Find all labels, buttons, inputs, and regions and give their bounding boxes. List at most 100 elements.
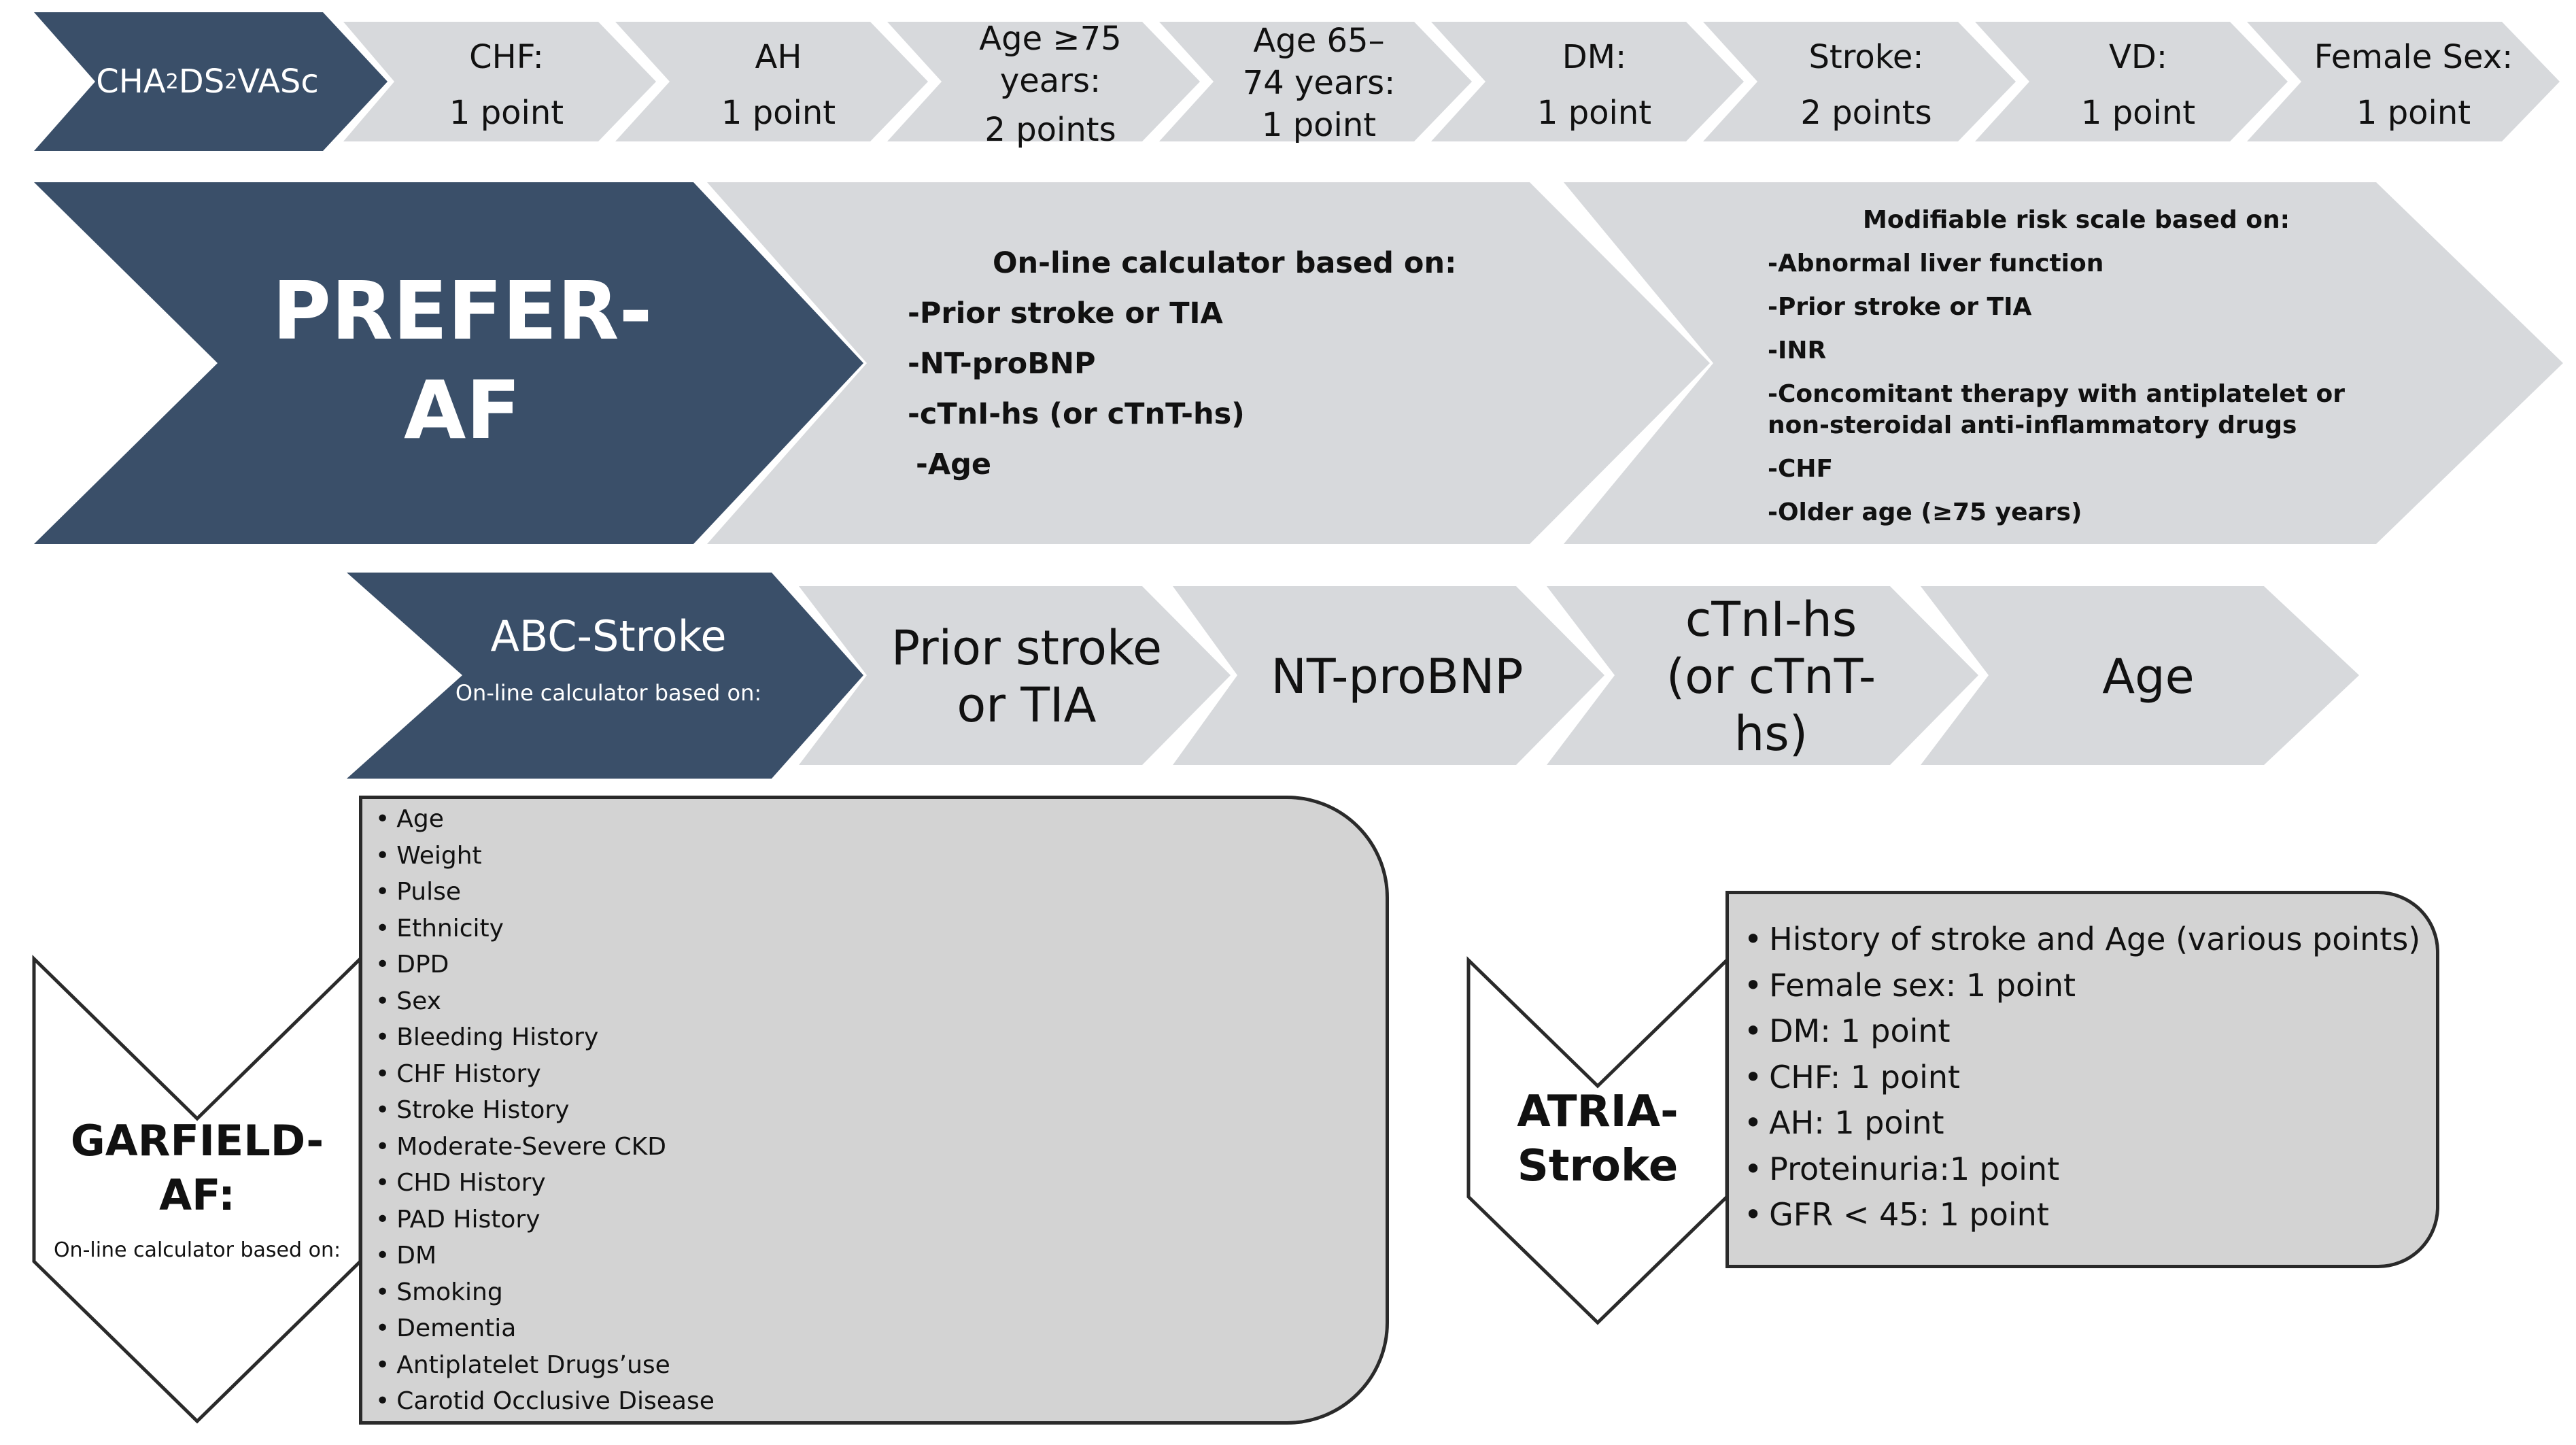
garfield-af-factor: DPD — [375, 947, 715, 983]
atria-stroke-factor: GFR < 45: 1 point — [1744, 1192, 2420, 1238]
atria-stroke-factor: CHF: 1 point — [1744, 1055, 2420, 1101]
garfield-af-factor: Age — [375, 801, 715, 838]
cha-item-vd-name: VD: — [2109, 38, 2167, 76]
garfield-af-factor: Sex — [375, 983, 715, 1020]
prefer-af-modifiable-item: -Abnormal liver function — [1768, 250, 2104, 277]
garfield-af-factor: DM — [375, 1238, 715, 1274]
cha-item-4-chevron — [1159, 22, 1472, 141]
garfield-af-factor: Dementia — [375, 1310, 715, 1347]
garfield-af-factor-list: Age Weight Pulse Ethnicity DPD Sex Bleed… — [375, 801, 715, 1420]
cha-item-ah-name: AH — [755, 38, 802, 76]
garfield-af-factor: CHD History — [375, 1165, 715, 1202]
garfield-af-factor: Bleeding History — [375, 1019, 715, 1056]
cha-item-vd: VD: 1 point — [2033, 27, 2244, 143]
cha-item-dm-points: 1 point — [1536, 94, 1652, 132]
prefer-af-modifiable-item: -Concomitant therapy with antiplatelet o… — [1768, 380, 2346, 408]
cha-item-1-chevron — [343, 22, 656, 141]
prefer-af-modifiable-text: Modifiable risk scale based on: -Abnorma… — [1768, 199, 2345, 534]
atria-stroke-factor: Proteinuria:1 point — [1744, 1146, 2420, 1193]
cha-item-ah: AH 1 point — [673, 27, 884, 143]
abc-factor-2-chevron — [1173, 586, 1604, 765]
cha-item-ah-points: 1 point — [721, 94, 836, 132]
prefer-af-calculator-item: -Prior stroke or TIA — [908, 296, 1223, 330]
atria-stroke-title-line-2: Stroke — [1517, 1141, 1679, 1191]
prefer-af-title-line-2: AF — [404, 363, 521, 457]
abc-factor-ctni-hs: cTnI-hs (or cTnT-hs) — [1666, 592, 1876, 762]
prefer-af-title: PREFER- AF — [224, 245, 700, 476]
prefer-af-calculator-text: On-line calculator based on: -Prior stro… — [908, 238, 1456, 490]
prefer-af-modifiable-item: -Older age (≥75 years) — [1768, 498, 2082, 526]
cha2ds2vasc-title-part-2: DS — [178, 63, 225, 101]
prefer-af-modifiable-heading: Modifiable risk scale based on: — [1863, 206, 2290, 234]
cha-item-age-65-74: Age 65–74 years: 1 point — [1217, 22, 1421, 144]
garfield-af-factor: Ethnicity — [375, 911, 715, 947]
abc-factor-3-chevron — [1547, 586, 1978, 765]
abc-factor-4-chevron — [1921, 586, 2359, 765]
prefer-af-calculator-heading: On-line calculator based on: — [993, 246, 1457, 280]
cha-item-dm: DM: 1 point — [1489, 27, 1700, 143]
garfield-af-factor: Pulse — [375, 874, 715, 911]
cha2ds2vasc-title-part-1: CHA — [96, 63, 166, 101]
atria-stroke-factor: Female sex: 1 point — [1744, 963, 2420, 1009]
garfield-af-factor: Carotid Occlusive Disease — [375, 1383, 715, 1420]
garfield-af-factor: Moderate-Severe CKD — [375, 1129, 715, 1166]
cha-item-8-chevron — [2247, 22, 2560, 141]
cha-item-2-chevron — [615, 22, 928, 141]
cha-item-age-75-name: Age ≥75 years: — [979, 20, 1122, 100]
cha-item-chf: CHF: 1 point — [401, 27, 612, 143]
cha-item-female-sex: Female Sex: 1 point — [2305, 27, 2522, 143]
cha-item-5-chevron — [1431, 22, 1744, 141]
cha-item-age-75: Age ≥75 years: 2 points — [948, 16, 1152, 152]
cha-item-stroke-points: 2 points — [1800, 94, 1932, 132]
cha-item-chf-points: 1 point — [449, 94, 564, 132]
atria-stroke-factor: AH: 1 point — [1744, 1100, 2420, 1146]
prefer-af-modifiable-chevron — [1564, 182, 2563, 544]
abc-factor-age: Age — [2102, 649, 2195, 704]
prefer-af-calculator-item: -Age — [916, 447, 992, 481]
cha-item-vd-points: 1 point — [2080, 94, 2196, 132]
cha2ds2vasc-title-part-3: VASc — [237, 63, 319, 101]
prefer-af-calculator-item: -cTnI-hs (or cTnT-hs) — [908, 397, 1245, 431]
abc-factor-nt-probnp: NT-proBNP — [1271, 649, 1524, 704]
cha-item-chf-name: CHF: — [469, 38, 544, 76]
atria-stroke-label: ATRIA- Stroke — [1482, 1081, 1713, 1197]
atria-stroke-factor-list: History of stroke and Age (various point… — [1744, 917, 2420, 1238]
abc-stroke-subtitle: On-line calculator based on: — [455, 680, 762, 706]
cha-item-female-sex-name: Female Sex: — [2314, 38, 2513, 76]
cha2ds2vasc-title-sub-1: 2 — [165, 69, 179, 94]
garfield-af-subtitle: On-line calculator based on: — [53, 1238, 341, 1262]
abc-factor-prior-stroke: Prior stroke or TIA — [891, 620, 1163, 733]
cha-item-dm-name: DM: — [1562, 38, 1627, 76]
abc-stroke-title-block: ABC-Stroke On-line calculator based on: — [449, 592, 768, 728]
cha-item-female-sex-points: 1 point — [2356, 94, 2471, 132]
atria-stroke-title-line-1: ATRIA- — [1517, 1087, 1679, 1137]
abc-stroke-title-chevron — [347, 573, 863, 779]
atria-stroke-factor: DM: 1 point — [1744, 1008, 2420, 1055]
garfield-af-factor: Smoking — [375, 1274, 715, 1311]
garfield-af-factor: Antiplatelet Drugs’use — [375, 1347, 715, 1384]
cha-item-stroke-name: Stroke: — [1808, 38, 1924, 76]
prefer-af-modifiable-item: -INR — [1768, 337, 1827, 364]
cha-item-age-65-74-name: Age 65–74 years: 1 point — [1242, 22, 1396, 144]
prefer-af-modifiable-item: -CHF — [1768, 455, 1834, 483]
garfield-af-factor: Weight — [375, 838, 715, 874]
garfield-af-factor: PAD History — [375, 1202, 715, 1238]
garfield-af-factor: CHF History — [375, 1056, 715, 1093]
prefer-af-modifiable-item: -Prior stroke or TIA — [1768, 293, 2032, 321]
cha-item-3-chevron — [887, 22, 1200, 141]
cha-item-7-chevron — [1975, 22, 2288, 141]
cha-item-6-chevron — [1703, 22, 2016, 141]
prefer-af-calculator-chevron — [707, 182, 1710, 544]
prefer-af-title-chevron — [34, 182, 863, 544]
prefer-af-modifiable-item: non-steroidal anti-inflammatory drugs — [1768, 411, 2297, 439]
abc-factor-1-chevron — [799, 586, 1231, 765]
garfield-af-title: GARFIELD-AF: — [70, 1116, 324, 1220]
garfield-af-factor: Stroke History — [375, 1092, 715, 1129]
prefer-af-calculator-item: -NT-proBNP — [908, 347, 1096, 381]
cha-item-stroke: Stroke: 2 points — [1761, 27, 1972, 143]
cha2ds2vasc-title-chevron — [34, 12, 388, 151]
cha-item-age-75-points: 2 points — [984, 111, 1116, 149]
